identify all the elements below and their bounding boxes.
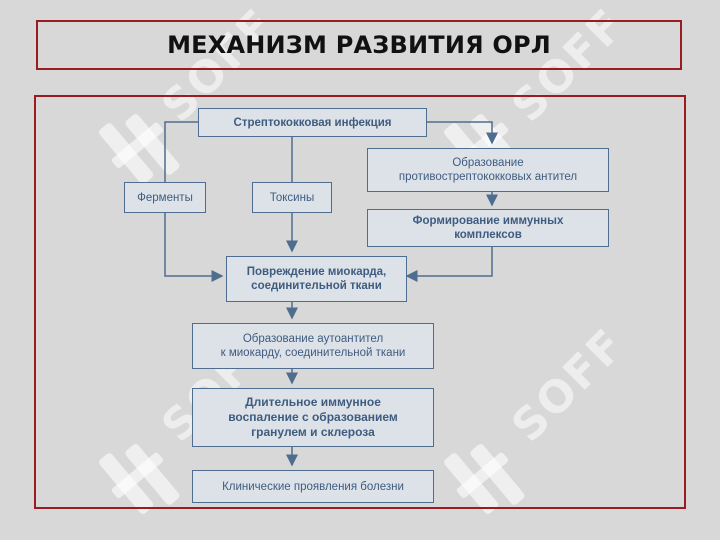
- node-toxins: Токсины: [252, 182, 332, 213]
- edge-infection-enzymes: [164, 121, 198, 182]
- node-antibodies: Образование противострептококковых антит…: [367, 148, 609, 192]
- node-streptococcal-infection: Стрептококковая инфекция: [198, 108, 427, 137]
- node-immune-inflammation: Длительное иммунное воспаление с образов…: [192, 388, 434, 447]
- page-title: МЕХАНИЗМ РАЗВИТИЯ ОРЛ: [167, 31, 551, 59]
- diagram-frame: [34, 95, 686, 509]
- node-clinical-manifestations: Клинические проявления болезни: [192, 470, 434, 503]
- node-autoantibodies: Образование аутоантител к миокарду, соед…: [192, 323, 434, 369]
- edge-infection-antibodies: [427, 121, 498, 145]
- node-immune-complexes: Формирование иммунных комплексов: [367, 209, 609, 247]
- node-myocardial-damage: Повреждение миокарда, соединительной тка…: [226, 256, 407, 302]
- title-frame: МЕХАНИЗМ РАЗВИТИЯ ОРЛ: [36, 20, 682, 70]
- edge-enzymes-damage: [164, 213, 224, 282]
- node-enzymes: Ферменты: [124, 182, 206, 213]
- edge-complexes-damage: [405, 247, 493, 282]
